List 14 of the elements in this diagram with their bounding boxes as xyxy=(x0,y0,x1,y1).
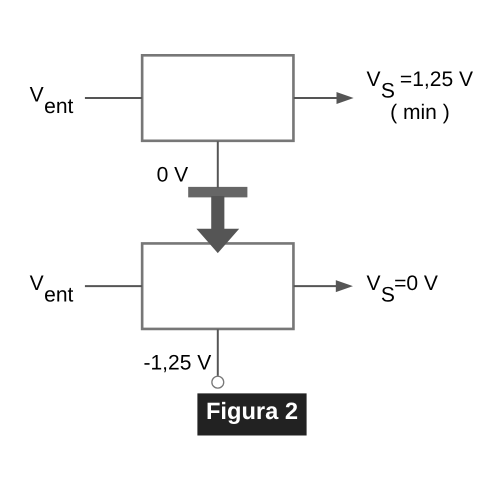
node-bar xyxy=(188,186,248,198)
connector xyxy=(216,141,219,188)
connector xyxy=(216,329,219,376)
arrow xyxy=(196,196,240,254)
node-label: -1,25 V xyxy=(143,351,212,374)
node-circle xyxy=(211,376,224,389)
node-label: 0 V xyxy=(156,163,188,186)
connector xyxy=(84,97,142,99)
node-box xyxy=(140,54,295,142)
connector xyxy=(84,285,142,288)
arrow xyxy=(294,92,354,104)
node-box xyxy=(140,242,295,330)
arrow xyxy=(294,280,353,292)
caption: Figura 2 xyxy=(206,398,298,425)
